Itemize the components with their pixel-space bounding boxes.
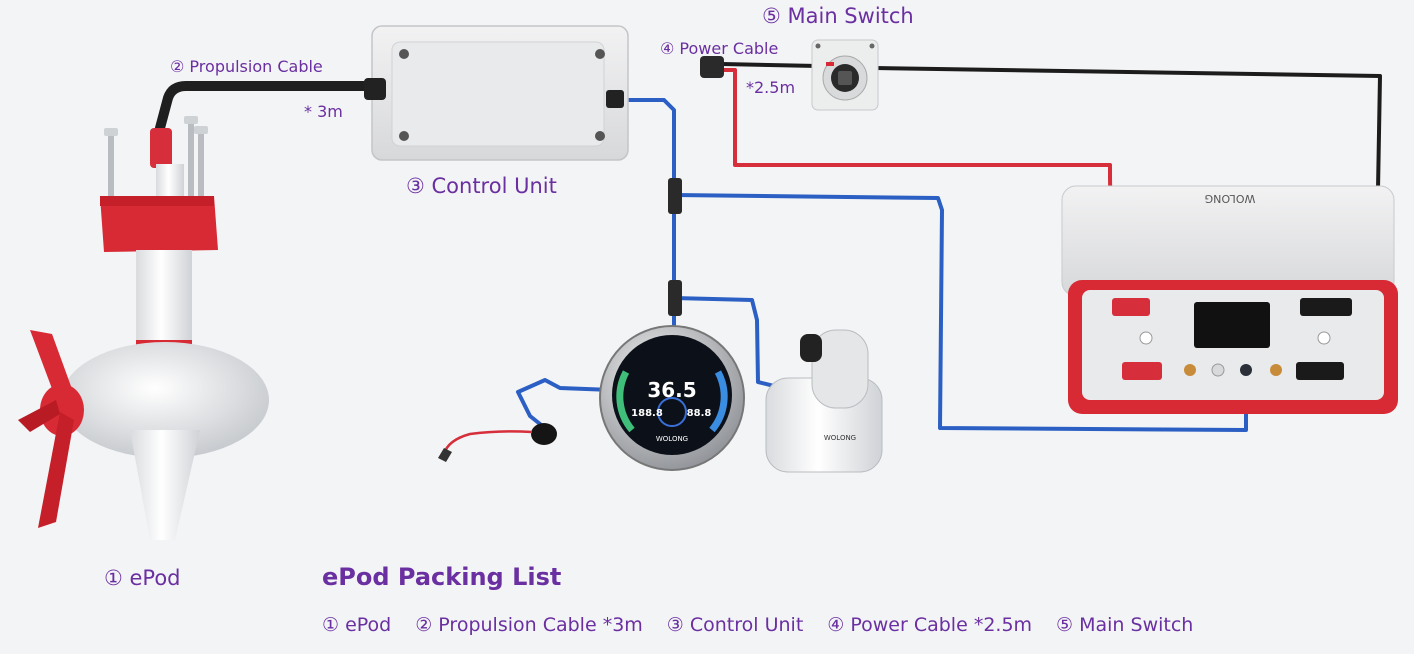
packing-item-propulsion-cable: ② Propulsion Cable *3m: [415, 614, 643, 636]
throttle-lever: WOLONG: [765, 329, 883, 473]
label-control-unit: ③ Control Unit: [406, 174, 557, 198]
display-left-value: 188.8: [631, 408, 663, 419]
packing-item-power-cable: ④ Power Cable *2.5m: [827, 614, 1033, 636]
label-power-length: *2.5m: [746, 78, 796, 97]
packing-list-title: ePod Packing List: [322, 563, 562, 591]
propulsion-cable: [155, 81, 383, 133]
blue-signal-cables: [516, 98, 1248, 432]
control-unit-box: [364, 25, 629, 161]
packing-item-main-switch: ⑤ Main Switch: [1056, 614, 1194, 636]
label-propulsion-cable: ② Propulsion Cable: [170, 57, 323, 76]
packing-item-epod: ① ePod: [322, 614, 392, 636]
epod-motor: [18, 116, 269, 540]
display-speed: 36.5: [647, 378, 696, 402]
display-right-value: 88.8: [687, 408, 712, 419]
label-propulsion-length: * 3m: [304, 102, 343, 121]
throttle-brand: WOLONG: [824, 434, 856, 442]
red-power-cable: [722, 68, 1122, 315]
label-power-cable: ④ Power Cable: [660, 39, 779, 58]
display-gauge: 36.5 188.8 88.8 WOLONG: [599, 325, 745, 471]
packing-list: ① ePod ② Propulsion Cable *3m ③ Control …: [322, 614, 1193, 636]
battery-brand: WOLONG: [1205, 192, 1256, 205]
label-epod: ① ePod: [104, 566, 181, 590]
battery-unit: WOLONG: [1061, 185, 1398, 414]
label-main-switch: ⑤ Main Switch: [762, 4, 914, 28]
display-brand: WOLONG: [656, 435, 688, 443]
packing-item-control-unit: ③ Control Unit: [666, 614, 804, 636]
kill-switch-lanyard: [438, 423, 557, 462]
main-switch-device: [811, 39, 879, 111]
